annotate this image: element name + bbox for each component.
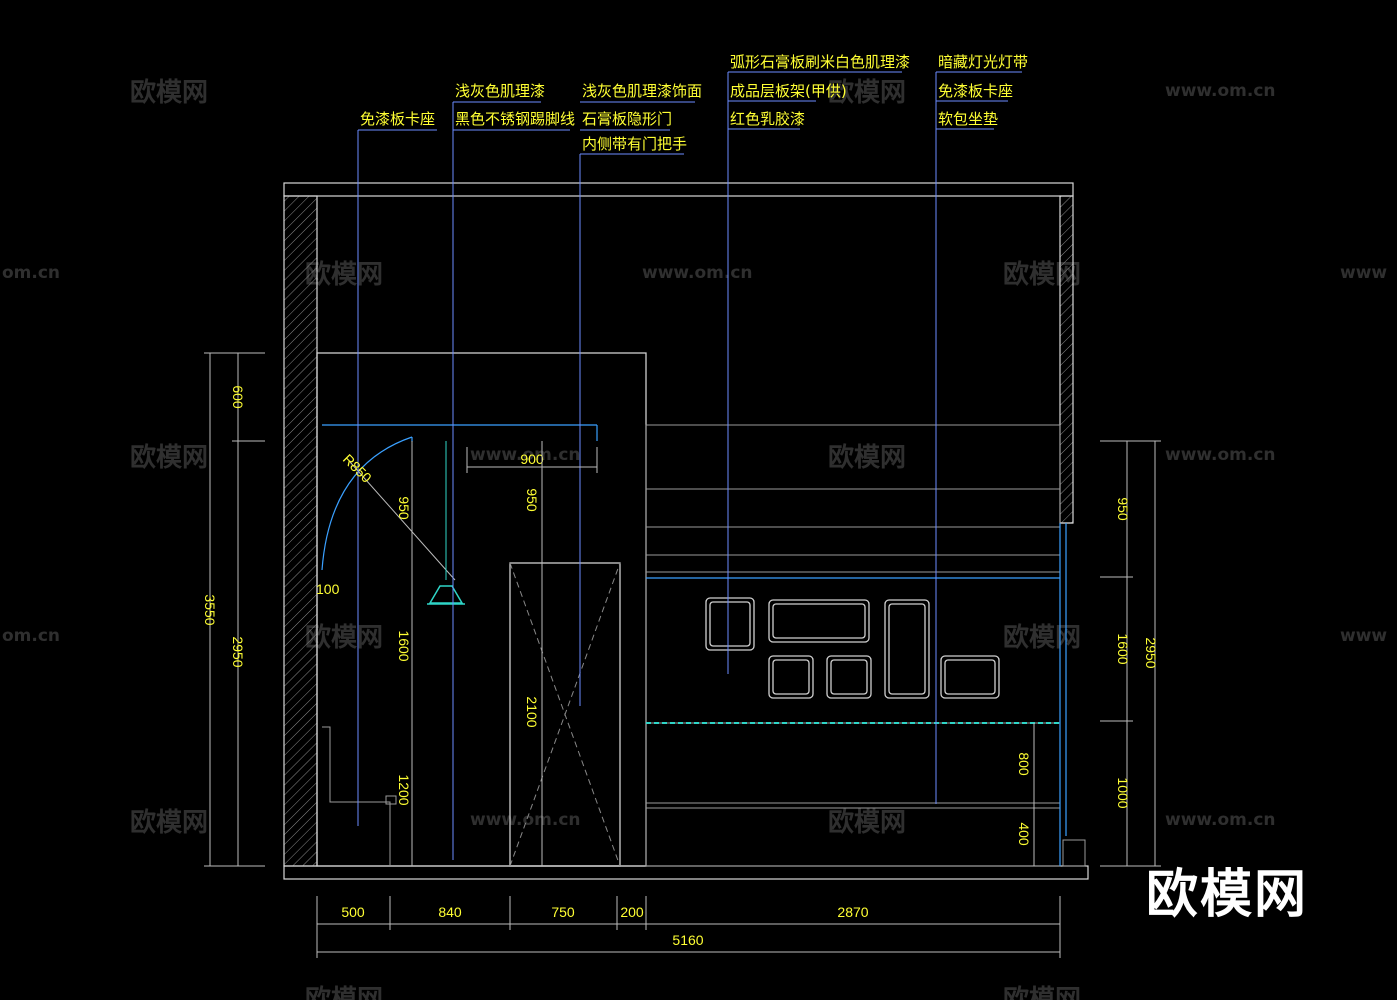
dim-label: 900 — [520, 451, 544, 467]
dim-label: 1600 — [1115, 633, 1131, 664]
annotation-text: 石膏板隐形门 — [582, 110, 672, 128]
annotation-text: 免漆板卡座 — [938, 82, 1013, 100]
dim-label: 400 — [1016, 822, 1032, 846]
dim-label: 1000 — [1115, 777, 1131, 808]
hidden-door — [509, 562, 621, 867]
watermark-url: www.om.cn — [1165, 445, 1276, 465]
dim-label: 840 — [438, 904, 462, 920]
watermark-url-partial: om.cn — [2, 626, 60, 646]
annotation-text: 黑色不锈钢踢脚线 — [455, 110, 575, 128]
dim-label: 3550 — [202, 594, 218, 625]
watermark-brand: 欧模网 — [828, 807, 906, 838]
dim-label: 1200 — [396, 774, 412, 805]
dim-label: 1600 — [396, 630, 412, 661]
right-feature-wall — [645, 424, 1086, 867]
watermark-url: www.om.cn — [1165, 81, 1276, 101]
left-wall — [283, 195, 318, 867]
watermark-brand: 欧模网 — [828, 77, 906, 108]
watermark-layer: 欧模网 欧模网 www.om.cn 欧模网 欧模网 www.om.cn om.c… — [2, 77, 1387, 1000]
pendant-lamp-icon — [427, 441, 465, 605]
watermark-url: www.om.cn — [470, 445, 581, 465]
watermark-brand: 欧模网 — [1003, 622, 1081, 653]
brand-logo: 欧模网 — [1146, 865, 1309, 925]
dim-label: 950 — [524, 488, 540, 512]
ceiling-slab — [283, 182, 1074, 197]
dim-label: 950 — [1115, 497, 1131, 521]
left-dimensions: 3550 600 2950 — [202, 352, 265, 867]
annotation-text: 浅灰色肌理漆饰面 — [582, 82, 702, 100]
soft-backrest — [645, 722, 1061, 809]
watermark-url-partial: www — [1340, 263, 1387, 283]
dim-label: 100 — [316, 581, 340, 597]
annotation-text: 红色乳胶漆 — [730, 110, 805, 128]
floor-slab — [283, 865, 1089, 880]
annotation-text: 暗藏灯光灯带 — [938, 53, 1028, 71]
watermark-url-partial: www — [1340, 626, 1387, 646]
dim-label: 950 — [396, 496, 412, 520]
dim-label: 2100 — [524, 696, 540, 727]
annotation-text: 成品层板架(甲供) — [730, 82, 847, 100]
watermark-brand: 欧模网 — [305, 259, 383, 290]
watermark-brand: 欧模网 — [130, 77, 208, 108]
annotation-text: 弧形石膏板刷米白色肌理漆 — [730, 53, 910, 71]
dim-label: 800 — [1016, 752, 1032, 776]
dim-label: R850 — [340, 451, 375, 486]
watermark-brand: 欧模网 — [828, 442, 906, 473]
leader-lines — [357, 71, 1022, 860]
watermark-url: www.om.cn — [470, 810, 581, 830]
dim-label: 2950 — [230, 636, 246, 667]
right-wall — [1059, 195, 1074, 524]
annotation-text: 免漆板卡座 — [360, 110, 435, 128]
annotation-text: 浅灰色肌理漆 — [455, 82, 545, 100]
dim-total: 5160 — [672, 932, 703, 948]
left-booth-seat — [322, 726, 391, 866]
dim-label: 500 — [341, 904, 365, 920]
dim-label: 750 — [551, 904, 575, 920]
dim-label: 2870 — [837, 904, 868, 920]
left-feature-wall — [316, 352, 647, 867]
structure — [283, 182, 1089, 880]
watermark-brand: 欧模网 — [130, 807, 208, 838]
right-dimensions: 950 1600 1000 2950 — [1100, 440, 1161, 867]
dim-label: 600 — [230, 385, 246, 409]
annotation-text: 内侧带有门把手 — [582, 135, 687, 153]
annotation-text: 软包坐垫 — [938, 110, 998, 128]
watermark-brand: 欧模网 — [305, 622, 383, 653]
dim-label: 2950 — [1143, 637, 1159, 668]
wall-display-frames — [705, 597, 1000, 699]
inner-dimensions: 900 R850 950 950 1600 1200 2100 100 800 … — [316, 441, 1035, 866]
watermark-brand: 欧模网 — [1003, 984, 1081, 1000]
dim-label: 200 — [620, 904, 644, 920]
arched-shelf — [321, 436, 413, 571]
watermark-url-partial: om.cn — [2, 263, 60, 283]
watermark-url: www.om.cn — [1165, 810, 1276, 830]
watermark-brand: 欧模网 — [130, 442, 208, 473]
material-annotations: 免漆板卡座 浅灰色肌理漆 黑色不锈钢踢脚线 浅灰色肌理漆饰面 石膏板隐形门 内侧… — [360, 53, 1028, 153]
watermark-url: www.om.cn — [642, 263, 753, 283]
red-paint-wall — [645, 571, 1061, 724]
watermark-brand: 欧模网 — [305, 984, 383, 1000]
bottom-dimensions: 500 840 750 200 2870 5160 — [316, 896, 1061, 958]
